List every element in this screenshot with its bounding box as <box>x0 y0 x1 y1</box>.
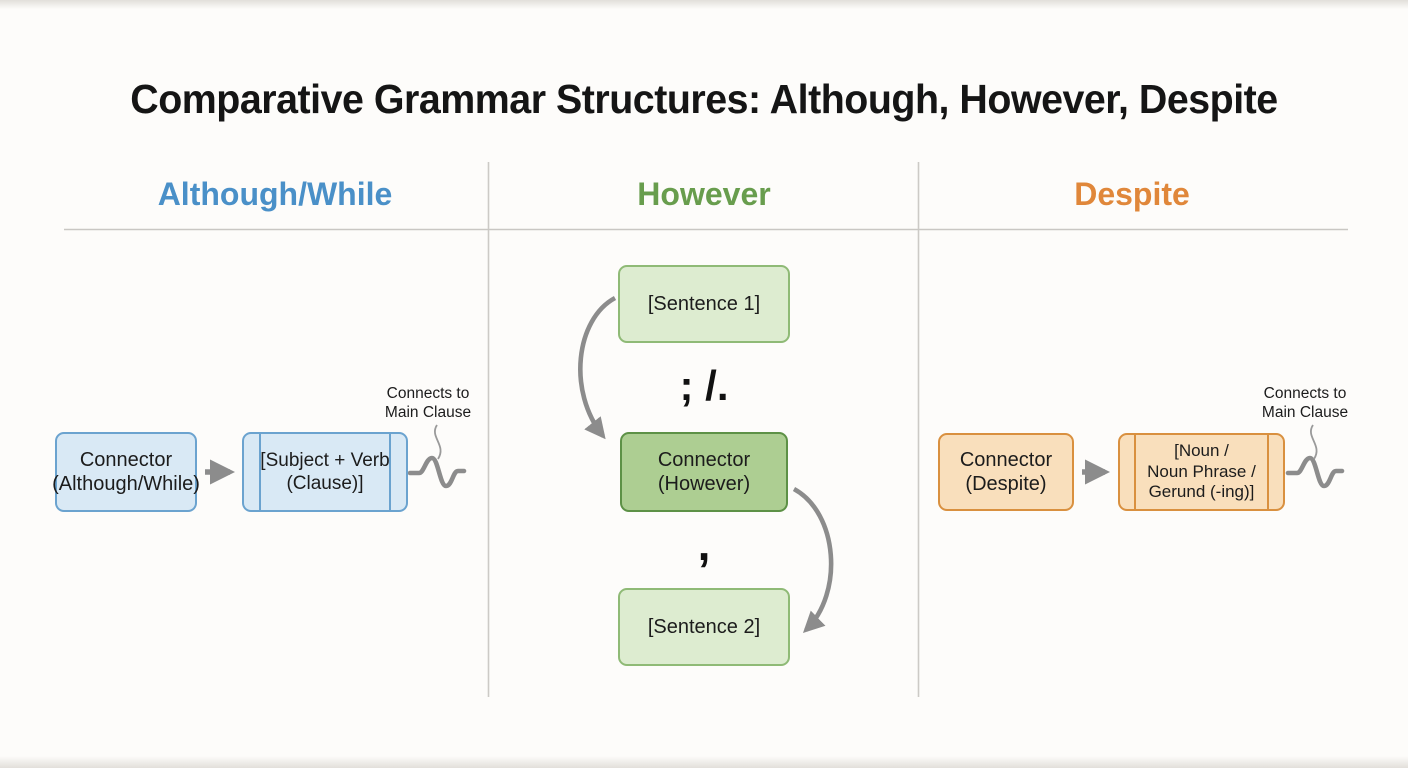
despite-note: Connects to Main Clause <box>1261 385 1349 422</box>
however-sentence1-box: [Sentence 1] <box>618 265 790 343</box>
bottom-edge-strip <box>0 756 1408 768</box>
although-clause-label: [Subject + Verb (Clause)] <box>260 449 390 494</box>
despite-connector-box: Connector (Despite) <box>938 433 1074 511</box>
column-header-despite: Despite <box>1074 176 1190 212</box>
however-connector-box: Connector (However) <box>620 432 788 512</box>
despite-noun-label: [Noun / Noun Phrase / Gerund (-ing)] <box>1147 440 1256 502</box>
note-pointer-despite <box>1310 424 1318 460</box>
squiggle-connector-although <box>407 455 467 489</box>
although-connector-box: Connector (Although/While) <box>52 432 200 512</box>
column-header-however: However <box>637 176 771 212</box>
column-header-although: Although/While <box>157 176 393 212</box>
although-clause-box: [Subject + Verb (Clause)] <box>242 432 408 512</box>
squiggle-connector-despite <box>1285 455 1345 489</box>
although-note: Connects to Main Clause <box>384 385 472 422</box>
however-sentence2-box: [Sentence 2] <box>618 588 790 666</box>
top-edge-strip <box>0 0 1408 9</box>
however-punctuation-semicolon-period: ; /. <box>679 362 729 409</box>
however-connector-label: Connector (However) <box>657 448 751 495</box>
despite-noun-box: [Noun / Noun Phrase / Gerund (-ing)] <box>1118 433 1285 511</box>
despite-connector-label: Connector (Despite) <box>959 448 1053 495</box>
however-punctuation-comma: , <box>697 518 711 570</box>
note-pointer-although <box>434 424 442 460</box>
however-sentence1-label: [Sentence 1] <box>647 292 761 315</box>
page-title: Comparative Grammar Structures: Although… <box>130 76 1278 122</box>
however-sentence2-label: [Sentence 2] <box>647 615 761 638</box>
although-connector-label: Connector (Although/While) <box>52 448 200 495</box>
